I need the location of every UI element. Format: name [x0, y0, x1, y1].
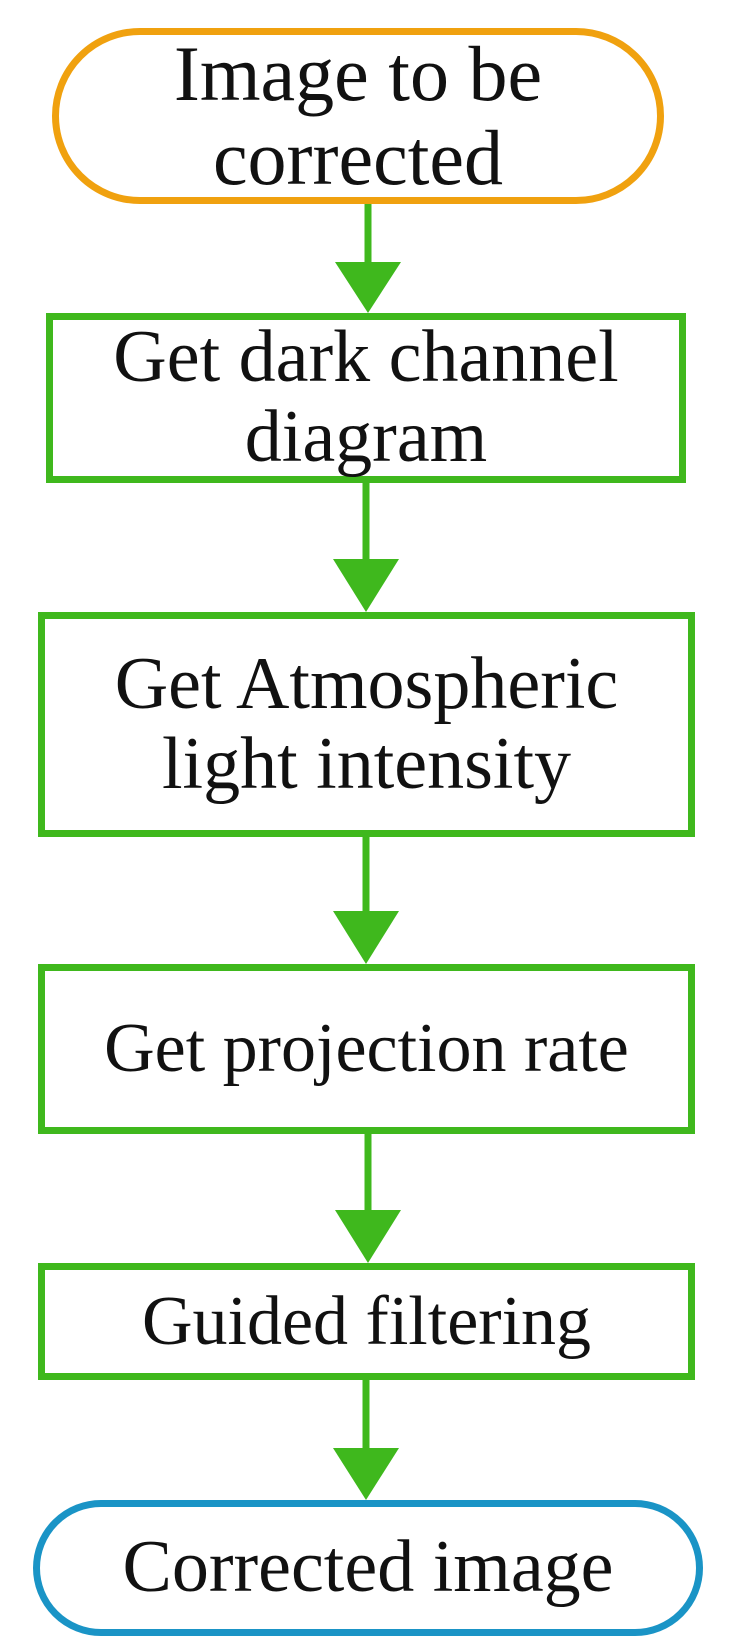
start-node-image-to-be-corrected: Image to be corrected	[52, 28, 664, 204]
dark-channel-label: Get dark channel diagram	[113, 316, 619, 478]
end-node-corrected-image: Corrected image	[33, 1500, 703, 1636]
projection-rate-label: Get projection rate	[104, 1010, 629, 1088]
arrow-step2-to-step3	[333, 837, 399, 964]
process-node-projection-rate: Get projection rate	[38, 964, 695, 1134]
process-node-dark-channel: Get dark channel diagram	[46, 313, 686, 483]
atmospheric-light-label: Get Atmospheric light intensity	[114, 642, 619, 805]
guided-filtering-label: Guided filtering	[141, 1282, 592, 1360]
start-node-label: Image to be corrected	[173, 29, 543, 201]
arrow-start-to-step1	[335, 204, 401, 313]
end-node-label: Corrected image	[122, 1526, 614, 1609]
process-node-atmospheric-light: Get Atmospheric light intensity	[38, 612, 695, 837]
process-node-guided-filtering: Guided filtering	[38, 1263, 695, 1380]
arrow-step3-to-step4	[335, 1134, 401, 1263]
arrow-step1-to-step2	[333, 483, 399, 612]
arrow-step4-to-end	[333, 1380, 399, 1500]
